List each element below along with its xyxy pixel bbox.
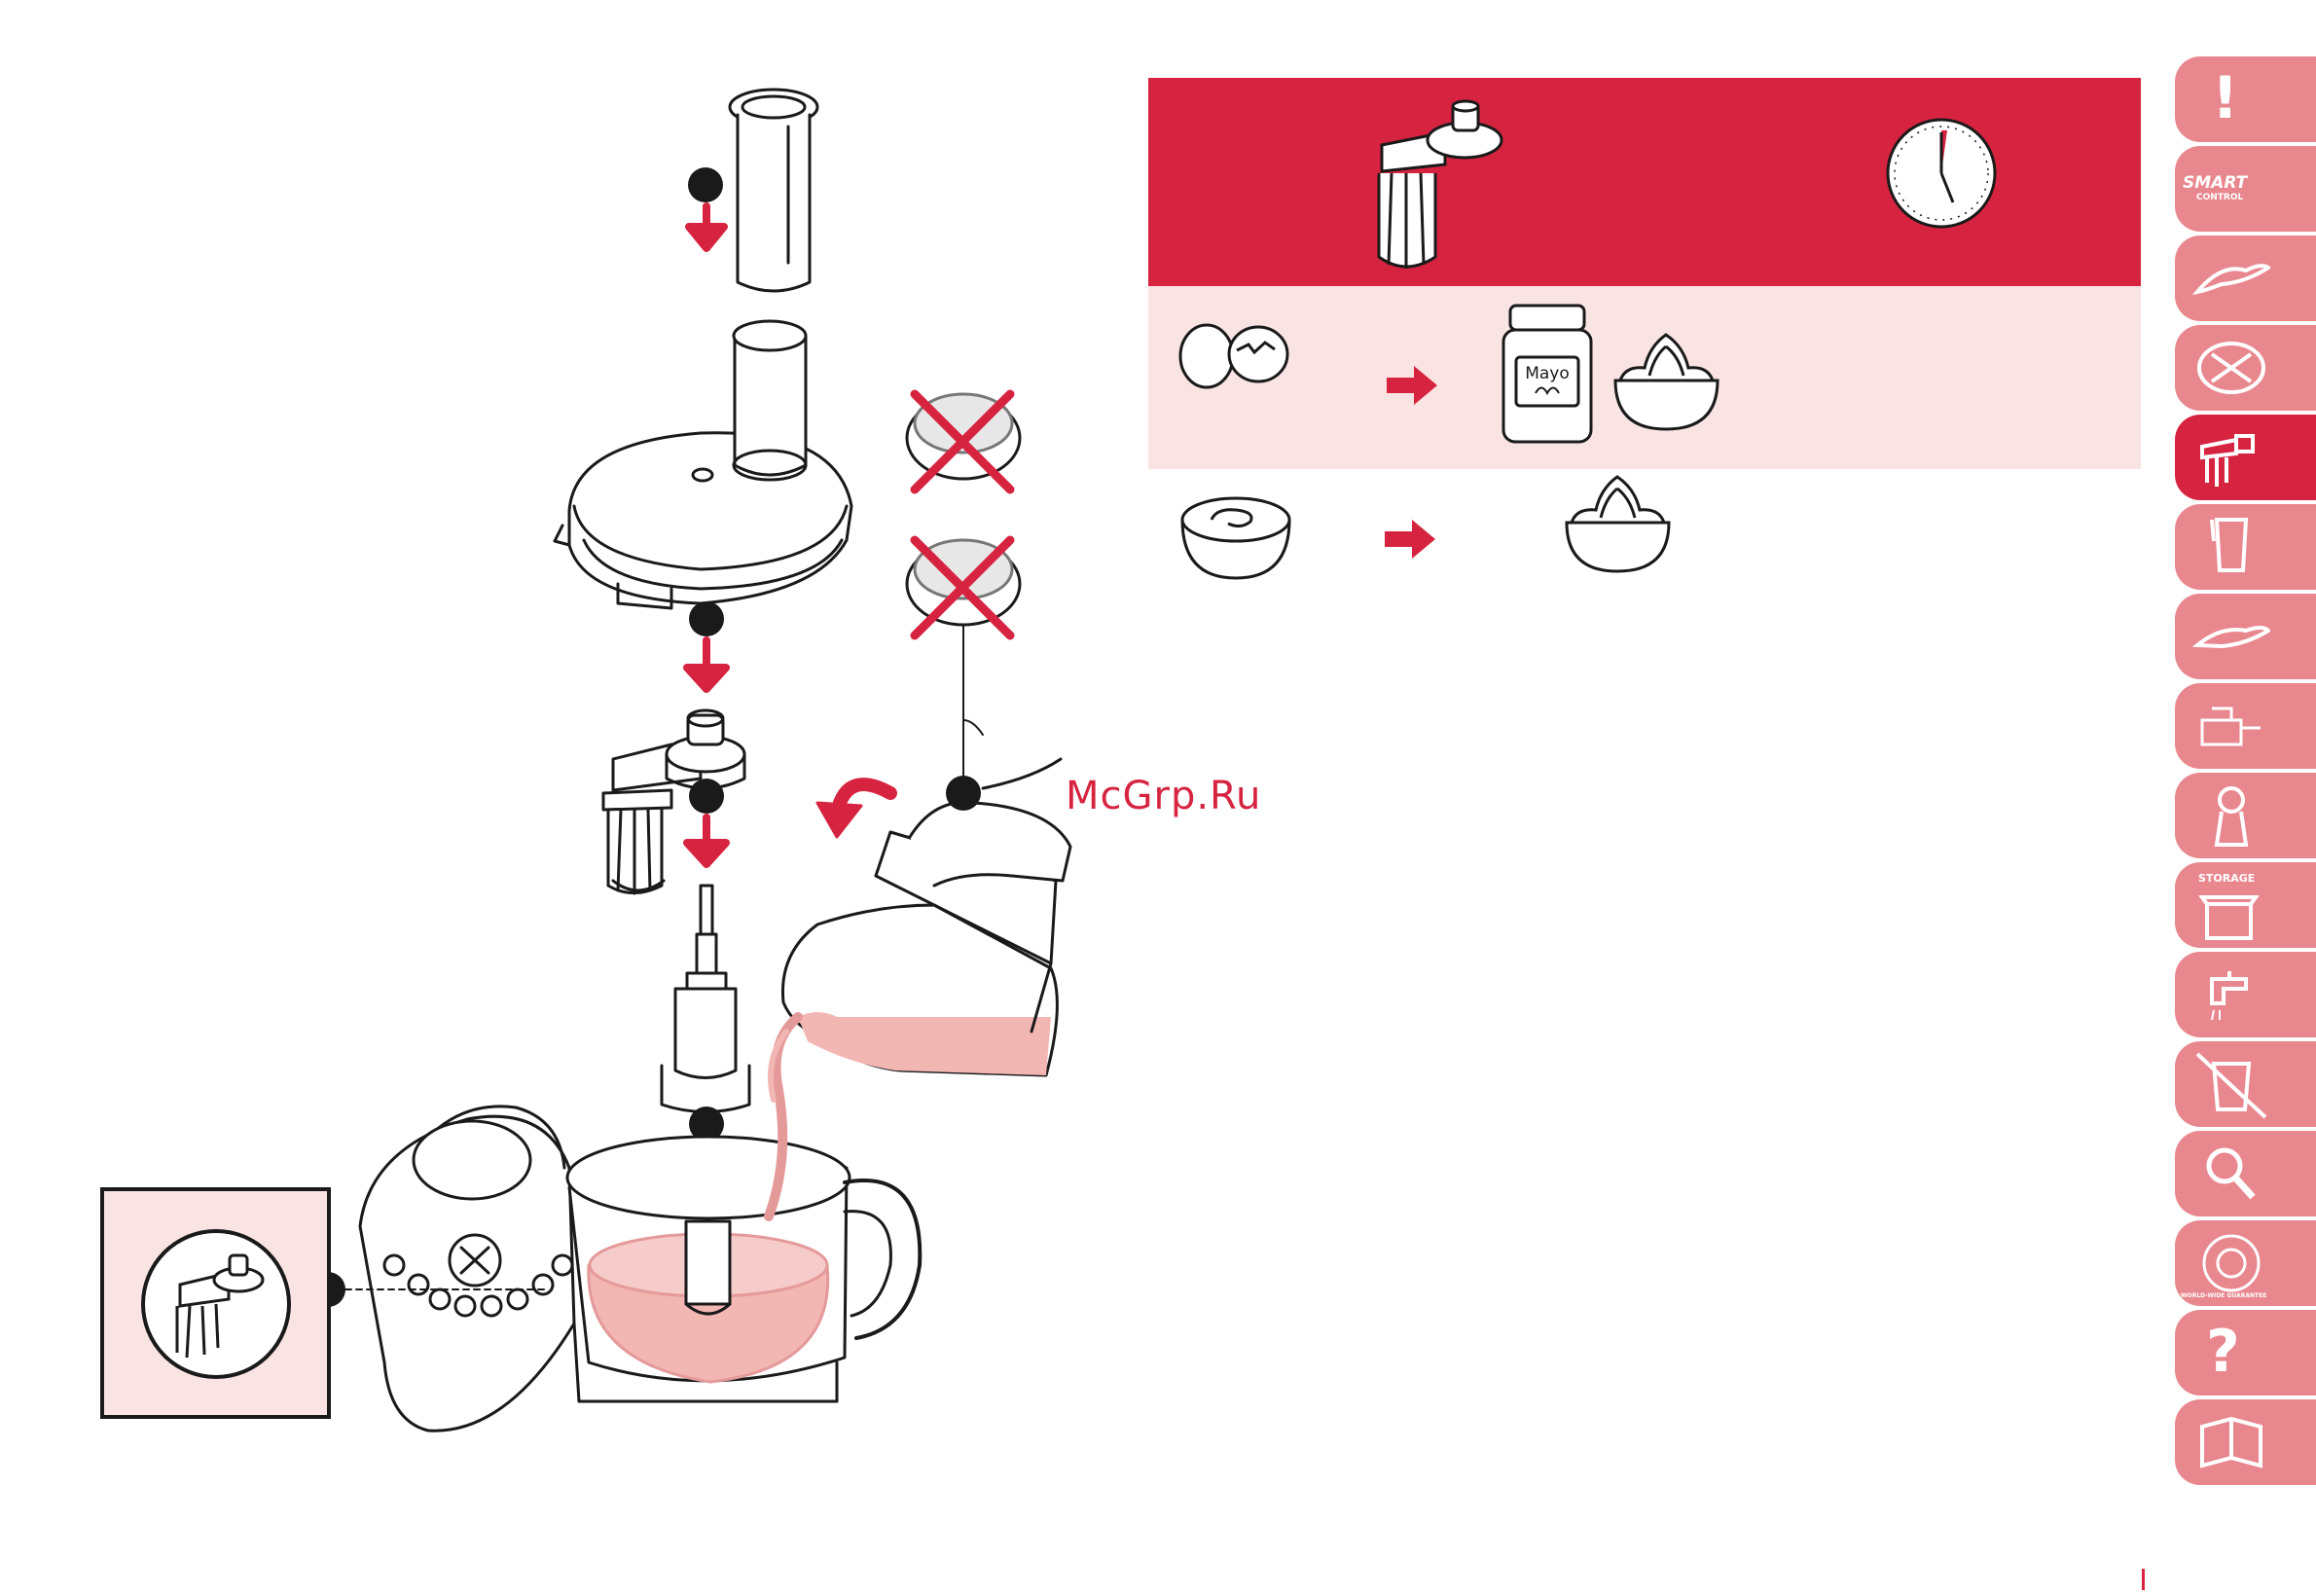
tab-storage[interactable]: STORAGE bbox=[2175, 862, 2316, 948]
tab-juicer[interactable] bbox=[2175, 683, 2316, 769]
smart-control-icon: SMART bbox=[2183, 173, 2247, 193]
mincer-icon bbox=[2192, 780, 2270, 851]
tab-warning[interactable]: ! bbox=[2175, 56, 2316, 142]
tab-guarantee[interactable]: WORLD-WIDE GUARANTEE bbox=[2175, 1220, 2316, 1306]
step-marker-1 bbox=[688, 167, 723, 202]
question-icon: ? bbox=[2206, 1318, 2240, 1386]
tab-disc[interactable] bbox=[2175, 325, 2316, 411]
worldwide-guarantee-icon bbox=[2192, 1228, 2270, 1298]
food-processor-base-illustration bbox=[360, 1106, 920, 1431]
table-row bbox=[1148, 469, 2141, 611]
step-marker-3 bbox=[689, 779, 724, 814]
drive-shaft-illustration bbox=[662, 886, 749, 1112]
step-marker-5 bbox=[946, 776, 981, 811]
forbidden-disc-1 bbox=[907, 394, 1020, 490]
arrow-down-1 bbox=[689, 206, 724, 248]
disc-icon bbox=[2192, 333, 2270, 403]
tab-smart-control[interactable]: SMART CONTROL bbox=[2175, 146, 2316, 232]
tab-troubleshooting[interactable] bbox=[2175, 1131, 2316, 1216]
smart-control-subtext: CONTROL bbox=[2196, 193, 2243, 202]
arrow-down-3 bbox=[687, 817, 726, 864]
whipped-bowl-icon bbox=[1610, 327, 1722, 434]
tab-mincer[interactable] bbox=[2175, 773, 2316, 858]
assembly-illustration bbox=[0, 0, 1148, 1596]
lid-illustration bbox=[555, 321, 851, 608]
tab-dough-blade[interactable] bbox=[2175, 594, 2316, 679]
recycling-bin-icon bbox=[2192, 1049, 2270, 1119]
whisk-attachment-illustration bbox=[603, 710, 744, 893]
whipped-bowl-icon bbox=[1562, 469, 1674, 576]
jar-label: Mayo bbox=[1525, 364, 1570, 383]
mayo-jar-icon: Mayo bbox=[1499, 301, 1596, 447]
book-icon bbox=[2192, 1407, 2270, 1477]
tab-recycling[interactable] bbox=[2175, 1041, 2316, 1127]
arrow-down-2 bbox=[687, 640, 726, 689]
whisk-attachment-icon bbox=[1367, 91, 1513, 276]
magnifier-icon bbox=[2192, 1139, 2270, 1209]
juicer-icon bbox=[2192, 691, 2270, 761]
cream-bowl-icon bbox=[1177, 489, 1294, 581]
timer-clock-icon bbox=[1883, 115, 2000, 232]
warning-icon: ! bbox=[2212, 64, 2238, 132]
tab-blade[interactable] bbox=[2175, 236, 2316, 321]
storage-box-icon bbox=[2192, 889, 2270, 943]
tab-blender[interactable] bbox=[2175, 504, 2316, 590]
page-marker bbox=[2142, 1569, 2145, 1590]
blade-icon bbox=[2192, 243, 2270, 313]
dough-blade-icon bbox=[2192, 601, 2270, 671]
tab-cleaning[interactable] bbox=[2175, 952, 2316, 1037]
tab-help[interactable]: ? bbox=[2175, 1310, 2316, 1396]
eggs-icon bbox=[1173, 315, 1299, 393]
guarantee-text: WORLD-WIDE GUARANTEE bbox=[2181, 1292, 2266, 1299]
arrow-right-icon bbox=[1387, 364, 1440, 408]
table-header bbox=[1148, 78, 2141, 286]
storage-icon: STORAGE bbox=[2198, 872, 2255, 885]
forbidden-disc-2 bbox=[907, 540, 1020, 635]
blender-icon bbox=[2192, 512, 2270, 582]
food-pusher-illustration bbox=[730, 90, 817, 291]
table-row: Mayo bbox=[1148, 286, 2141, 469]
tab-recipes[interactable] bbox=[2175, 1399, 2316, 1485]
arrow-right-icon bbox=[1385, 518, 1438, 562]
step-marker-2 bbox=[689, 601, 724, 636]
tab-whisk[interactable] bbox=[2175, 415, 2316, 500]
watermark-text: McGrp.Ru bbox=[1066, 774, 1261, 818]
whisk-icon bbox=[2192, 422, 2270, 492]
inset-whisk-box bbox=[102, 1189, 329, 1417]
tap-cleaning-icon bbox=[2192, 960, 2270, 1030]
